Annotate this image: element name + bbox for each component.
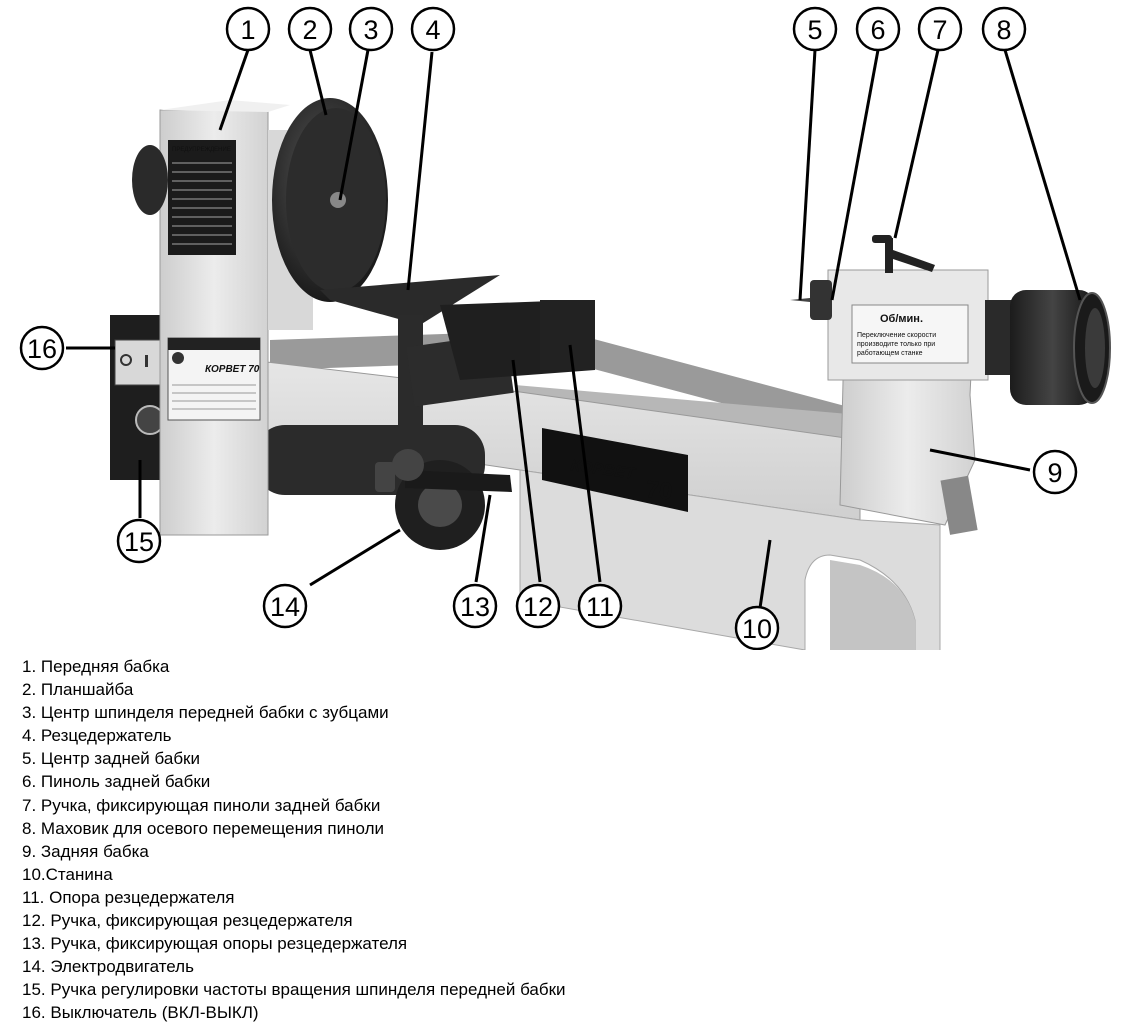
callout-10-number: 10 xyxy=(742,614,772,644)
callout-7: 7 xyxy=(917,6,963,52)
callout-14: 14 xyxy=(262,583,308,629)
callout-10: 10 xyxy=(734,605,780,650)
callout-12-number: 12 xyxy=(523,592,553,622)
speed-unit-text: Об/мин. xyxy=(880,313,923,325)
callout-16: 16 xyxy=(19,325,65,371)
callout-1: 1 xyxy=(225,6,271,52)
callout-6-number: 6 xyxy=(870,15,885,45)
parts-legend: 1. Передняя бабка 2. Планшайба 3. Центр … xyxy=(22,655,566,1025)
legend-item: 5. Центр задней бабки xyxy=(22,749,200,769)
legend-item: 8. Маховик для осевого перемещения пинол… xyxy=(22,818,384,838)
legend-item: 10.Станина xyxy=(22,864,113,884)
legend-item: 3. Центр шпинделя передней бабки с зубца… xyxy=(22,703,389,723)
headstock-brand-text: КОРВЕТ 70 xyxy=(205,364,260,375)
callout-8-number: 8 xyxy=(996,15,1011,45)
tool-rest-assembly xyxy=(320,275,595,492)
legend-item: 6. Пиноль задней бабки xyxy=(22,772,211,792)
leader-lines xyxy=(66,49,1082,609)
legend-item: 2. Планшайба xyxy=(22,680,134,700)
callout-11: 11 xyxy=(577,583,623,629)
callout-1-number: 1 xyxy=(240,15,255,45)
callout-16-number: 16 xyxy=(27,334,57,364)
speed-note-line-1: Переключение скорости xyxy=(857,332,936,339)
callout-7-number: 7 xyxy=(932,15,947,45)
legend-item: 13. Ручка, фиксирующая опоры резцедержат… xyxy=(22,934,408,954)
callout-13: 13 xyxy=(452,583,498,629)
callout-15: 15 xyxy=(116,518,162,564)
callout-3: 3 xyxy=(348,6,394,52)
callout-12: 12 xyxy=(515,583,561,629)
bed-brand-plate: КОРВЕТ 70 xyxy=(542,428,688,512)
callout-14-number: 14 xyxy=(270,592,300,622)
callout-4: 4 xyxy=(410,6,456,52)
callout-2: 2 xyxy=(287,6,333,52)
callout-9: 9 xyxy=(1032,449,1078,495)
speed-label-plate: Об/мин. Переключение скорости производит… xyxy=(851,304,969,364)
legend-item: 1. Передняя бабка xyxy=(22,657,170,676)
bed-model-number: 70 xyxy=(644,476,673,506)
legend-item: 11. Опора резцедержателя xyxy=(22,887,235,907)
legend-item: 14. Электродвигатель xyxy=(22,957,194,977)
callout-5-number: 5 xyxy=(807,15,822,45)
callout-3-number: 3 xyxy=(363,15,378,45)
callout-5: 5 xyxy=(792,6,838,52)
warning-sticker: ПРЕДУПРЕЖДЕНИЕ xyxy=(168,140,236,255)
callout-2-number: 2 xyxy=(302,15,317,45)
callout-13-number: 13 xyxy=(460,592,490,622)
legend-item: 12. Ручка, фиксирующая резцедержателя xyxy=(22,911,353,931)
legend-item: 4. Резцедержатель xyxy=(22,726,172,746)
callout-8: 8 xyxy=(981,6,1027,52)
tailstock: Об/мин. Переключение скорости производит… xyxy=(790,235,1111,535)
legend-item: 9. Задняя бабка xyxy=(22,841,149,861)
lathe-diagram: КОРВЕТ 70 Об/мин. Переключение скорости … xyxy=(19,6,1111,650)
headstock-spec-plate: КОРВЕТ 70 xyxy=(167,337,261,421)
legend-item: 7. Ручка, фиксирующая пиноли задней бабк… xyxy=(22,795,381,815)
speed-note-line-2: производите только при xyxy=(857,341,935,348)
callout-9-number: 9 xyxy=(1047,458,1062,488)
callout-11-number: 11 xyxy=(586,592,614,622)
legend-item: 15. Ручка регулировки частоты вращения ш… xyxy=(22,980,566,1000)
callout-15-number: 15 xyxy=(124,527,154,557)
callout-4-number: 4 xyxy=(425,15,440,45)
legend-item: 16. Выключатель (ВКЛ-ВЫКЛ) xyxy=(22,1003,259,1023)
speed-note-line-3: работающем станке xyxy=(857,349,923,357)
warning-title: ПРЕДУПРЕЖДЕНИЕ xyxy=(172,147,231,153)
callout-6: 6 xyxy=(855,6,901,52)
